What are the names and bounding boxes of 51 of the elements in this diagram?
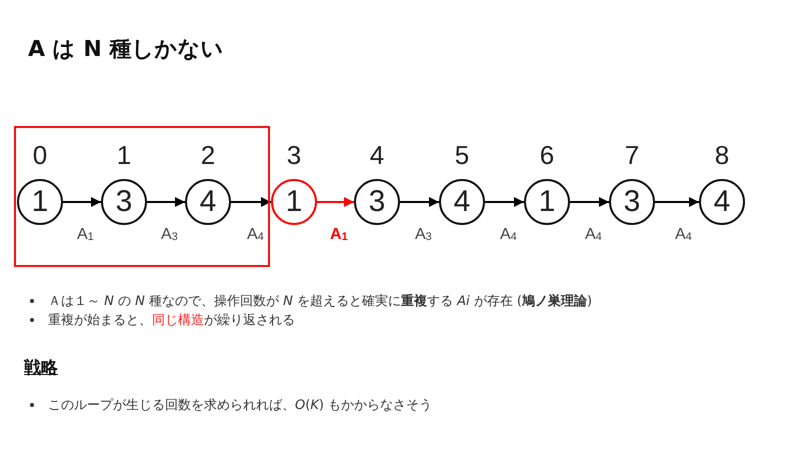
state-circle — [271, 179, 317, 225]
node-value: 1 — [538, 187, 556, 217]
arrow — [317, 197, 354, 207]
bullet-text: 同じ構造 — [152, 312, 204, 329]
node-value: 3 — [624, 187, 640, 217]
arrow — [63, 197, 101, 207]
section-heading: 戦略 — [24, 357, 58, 379]
arrow — [147, 197, 185, 207]
arrow — [655, 197, 699, 207]
node-value: 1 — [32, 187, 48, 217]
node-value: 4 — [454, 187, 470, 217]
bullet-text: Ａは１～ N の N 種なので、操作回数が N を超えると確実に重複する Ai が存在 (鳩ノ巣理論) — [48, 292, 592, 310]
state-circle — [524, 179, 570, 225]
edge-label: A$_{4}$ — [247, 227, 264, 243]
bullet-text: このループが生じる回数を求められれば、O(K) もかからなさそう — [48, 397, 432, 414]
edge-label: A$_{3}$ — [161, 227, 178, 243]
node-value: 1 — [286, 187, 302, 217]
state-circle — [185, 179, 231, 225]
edge-label: A$_{4}$ — [675, 227, 692, 243]
node-value: 4 — [200, 187, 216, 217]
bullet-text: 重複が始まると、 — [48, 312, 152, 329]
step-index: 3 — [286, 140, 302, 171]
arrow — [231, 197, 271, 207]
node-value: 3 — [116, 187, 132, 217]
arrow — [570, 197, 609, 207]
step-index: 1 — [116, 140, 132, 171]
state-circle — [17, 179, 63, 225]
state-circle — [699, 179, 745, 225]
bullet-text: が繰り返される — [204, 312, 295, 329]
edge-label: A$_{4}$ — [585, 227, 602, 243]
step-index: 5 — [454, 140, 470, 171]
step-index: 4 — [370, 140, 384, 171]
step-index: 6 — [540, 140, 554, 171]
highlight-frame — [14, 126, 270, 267]
node-value: 4 — [714, 187, 730, 217]
step-index: 2 — [200, 140, 216, 171]
arrow — [400, 197, 439, 207]
title: A は N 種しかない — [28, 36, 224, 64]
step-index: 0 — [32, 140, 48, 171]
node-value: 3 — [368, 187, 386, 217]
state-circle — [354, 179, 400, 225]
state-circle — [101, 179, 147, 225]
edge-label: A$_{3}$ — [415, 227, 432, 243]
edge-label: A$_{1}$ — [77, 227, 94, 243]
edge-label: A$_{4}$ — [500, 227, 517, 243]
state-circle — [439, 179, 485, 225]
arrow — [485, 197, 524, 207]
step-index: 7 — [624, 140, 640, 171]
step-index: 8 — [714, 140, 730, 171]
state-circle — [609, 179, 655, 225]
edge-label: A$_{1}$ — [330, 227, 348, 243]
